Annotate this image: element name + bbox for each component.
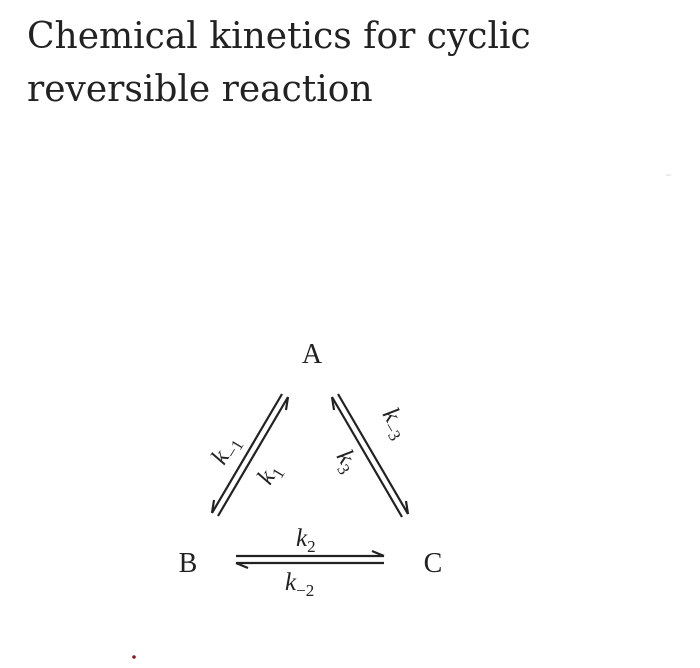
rate-k2-subscript: 2 xyxy=(307,537,316,556)
arrow-b-to-c xyxy=(236,549,385,558)
rate-label-k-minus-2: k−2 xyxy=(285,569,314,600)
rate-k2-symbol: k xyxy=(296,525,308,552)
arrow-a-to-b xyxy=(210,393,283,514)
arrow-b-to-a xyxy=(217,396,290,517)
arrow-a-to-c xyxy=(337,393,410,515)
rate-label-k3: k3 xyxy=(327,445,364,478)
rate-label-k1: k1 xyxy=(252,458,289,491)
page-title: Chemical kinetics for cyclic reversible … xyxy=(27,16,531,110)
rate-k-minus-2-symbol: k xyxy=(285,569,297,596)
rate-label-k-minus-3: k−3 xyxy=(373,403,415,444)
arrow-c-to-a xyxy=(330,396,403,518)
species-b: B xyxy=(179,548,198,579)
species-a: A xyxy=(302,339,323,370)
arrow-c-to-b xyxy=(235,561,384,570)
rate-k-minus-2-subscript: −2 xyxy=(296,581,314,600)
species-c: C xyxy=(424,548,443,579)
speck-dot xyxy=(132,655,136,659)
rate-label-k2: k2 xyxy=(296,525,316,556)
